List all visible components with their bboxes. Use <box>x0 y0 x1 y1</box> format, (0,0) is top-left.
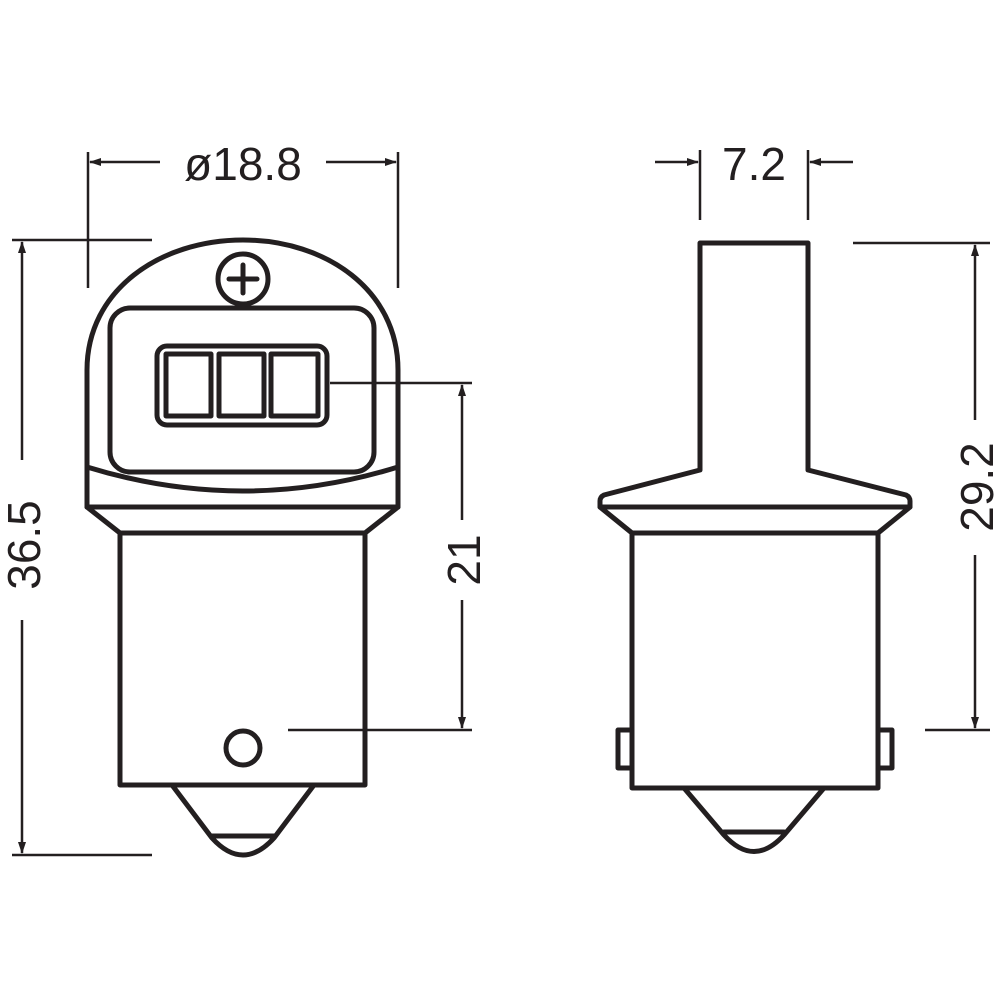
front-view <box>84 237 401 858</box>
stem-width-dimension: 7.2 <box>655 138 853 220</box>
side-view <box>597 240 913 854</box>
stem-width-label: 7.2 <box>722 138 786 190</box>
plus-icon <box>215 251 271 307</box>
side-base-body <box>629 530 881 791</box>
led-module <box>154 343 330 428</box>
diameter-dimension: ø18.8 <box>86 138 400 288</box>
led-height-label: 21 <box>438 534 490 585</box>
led-chip-1 <box>163 351 214 419</box>
left-bayonet-pin <box>615 727 635 771</box>
led-chip-3 <box>268 351 321 419</box>
dome-outline <box>84 237 401 510</box>
total-height-dimension: 36.5 <box>0 238 152 857</box>
base-tip <box>169 782 317 858</box>
lens-window <box>107 305 377 475</box>
taper <box>84 504 401 536</box>
side-height-label: 29.2 <box>951 442 1000 532</box>
right-bayonet-pin <box>875 727 895 771</box>
base-body <box>117 530 368 788</box>
side-taper <box>597 504 913 536</box>
side-height-dimension: 29.2 <box>853 241 1000 732</box>
pin-circle <box>223 728 263 768</box>
stem-and-flange <box>597 240 913 510</box>
total-height-label: 36.5 <box>0 500 50 590</box>
dome-bottom-curve <box>84 464 401 494</box>
led-chip-2 <box>216 351 267 419</box>
diameter-label: ø18.8 <box>184 138 302 190</box>
led-height-dimension: 21 <box>288 381 490 732</box>
side-base-tip <box>681 785 827 854</box>
